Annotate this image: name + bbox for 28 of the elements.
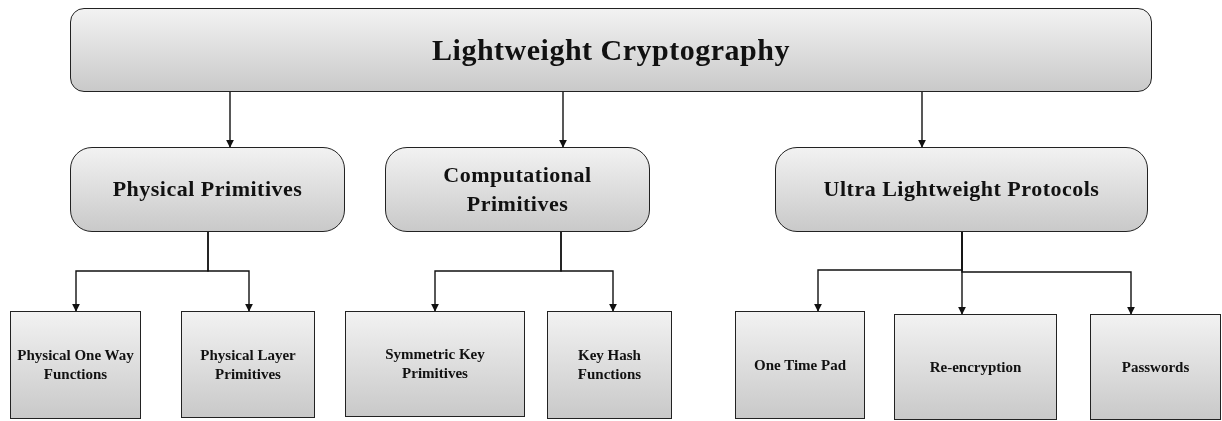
arrow xyxy=(961,231,1135,315)
category-box xyxy=(385,147,650,232)
leaf-box xyxy=(10,311,141,419)
arrow xyxy=(918,91,926,148)
node-label: Re-encryption xyxy=(929,357,1022,377)
node-label: Physical Primitives xyxy=(112,175,303,204)
category-box xyxy=(70,147,345,232)
arrow xyxy=(560,231,617,312)
leaf-box xyxy=(345,311,525,417)
category-box xyxy=(775,147,1148,232)
node-label: Passwords xyxy=(1121,357,1190,377)
node-label: Physical Layer Primitives xyxy=(199,345,297,384)
leaf-box xyxy=(547,311,672,419)
node-label: Physical One Way Functions xyxy=(17,346,134,384)
arrow xyxy=(226,91,234,148)
root-box xyxy=(70,8,1152,92)
leaf-box xyxy=(894,314,1057,420)
node-label: Symmetric Key Primitives xyxy=(384,345,486,383)
node-label: Key Hash Functions xyxy=(576,346,643,384)
node-label: Ultra Lightweight Protocols xyxy=(823,175,1100,204)
arrow xyxy=(207,231,253,312)
node-label: Computational Primitives xyxy=(442,160,593,218)
title-text: Lightweight Cryptography xyxy=(432,33,790,67)
arrow xyxy=(559,91,567,148)
leaf-box xyxy=(181,311,315,418)
leaf-box xyxy=(735,311,865,419)
node-label: One Time Pad xyxy=(754,355,846,375)
leaf-box xyxy=(1090,314,1221,420)
